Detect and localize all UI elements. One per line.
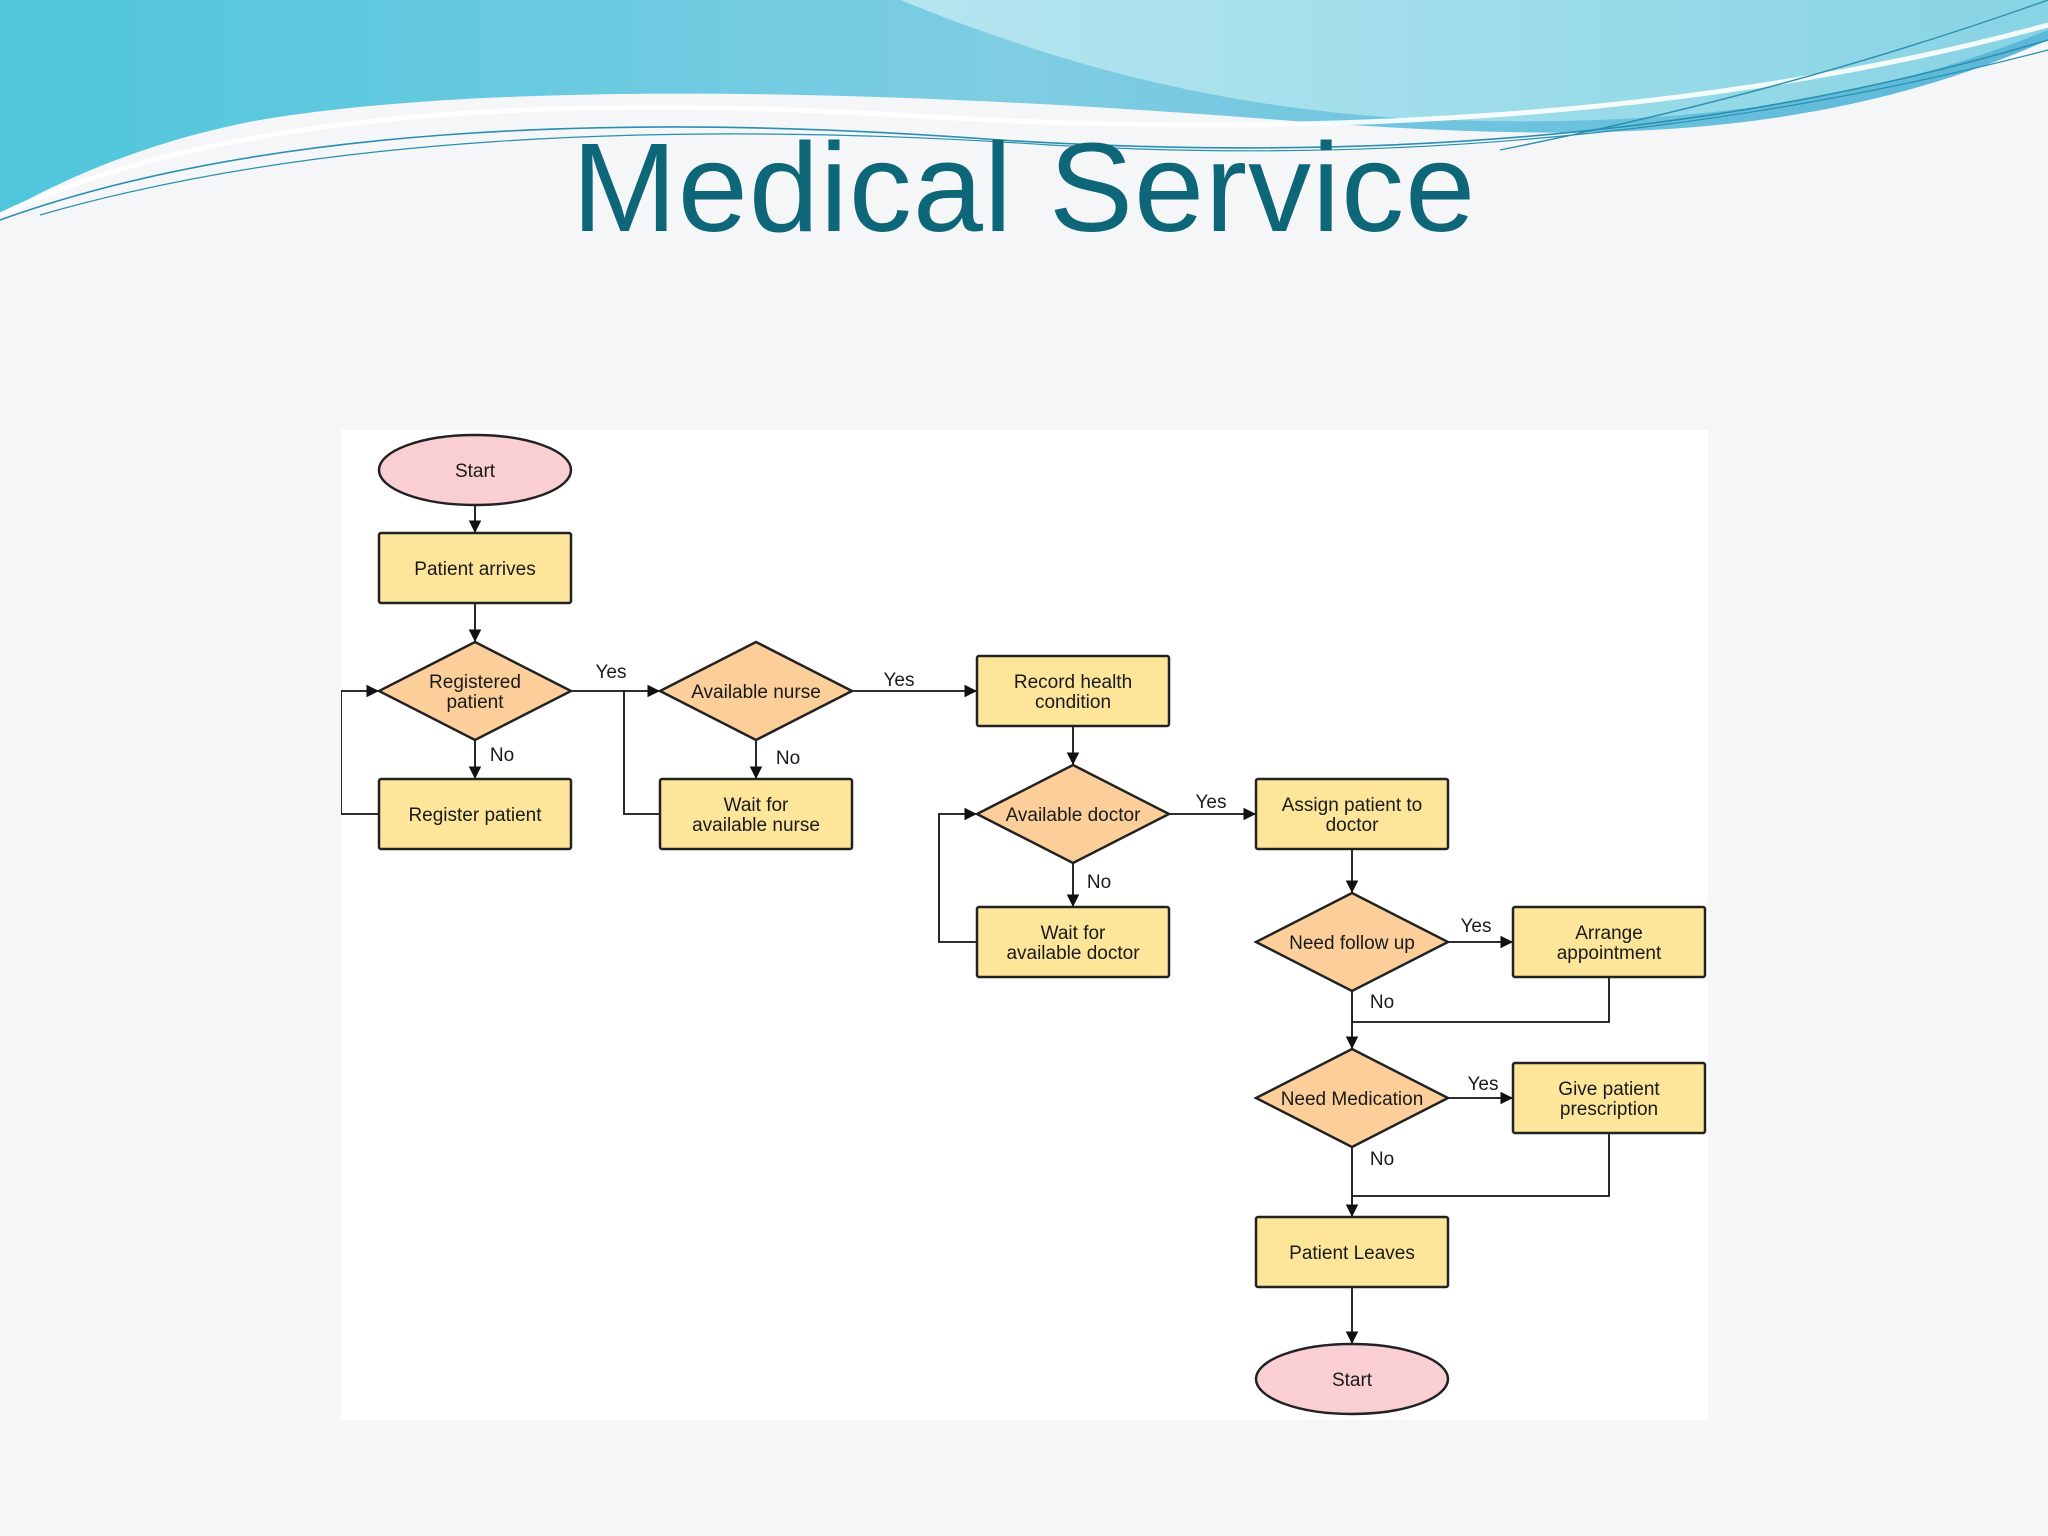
wave-highlight xyxy=(0,22,2048,218)
node-label-register-patient: Register patient xyxy=(408,805,542,826)
node-available-doctor-decision: Available doctor xyxy=(974,763,1172,865)
edge-label-no: No xyxy=(1370,992,1394,1013)
node-shape-patient-leaves xyxy=(1254,1215,1450,1289)
node-shape-record-health xyxy=(975,654,1171,728)
node-label-start-bottom: Start xyxy=(1332,1370,1373,1391)
node-label-need-medication: Need Medication xyxy=(1281,1089,1424,1110)
node-label-registered-patient: patient xyxy=(446,692,504,713)
node-patient-leaves-process: Patient Leaves xyxy=(1254,1215,1450,1289)
edge-label-no: No xyxy=(1087,872,1111,893)
node-label-give-prescription: prescription xyxy=(1560,1099,1658,1120)
node-register-patient-process: Register patient xyxy=(377,777,573,851)
node-label-patient-leaves: Patient Leaves xyxy=(1289,1243,1415,1264)
node-label-wait-doctor: Wait for xyxy=(1041,923,1106,944)
node-label-arrange-appointment: Arrange xyxy=(1575,923,1643,944)
node-shape-wait-doctor xyxy=(975,905,1171,979)
node-shape-registered-patient xyxy=(376,640,574,742)
node-need-follow-up-decision: Need follow up xyxy=(1253,891,1451,993)
wave-line-3 xyxy=(1499,0,2048,151)
node-shape-wait-nurse xyxy=(658,777,854,851)
node-label-wait-nurse: available nurse xyxy=(692,815,820,836)
node-label-wait-nurse: Wait for xyxy=(724,795,789,816)
node-label-need-follow-up: Need follow up xyxy=(1289,933,1415,954)
node-start-top-terminal: Start xyxy=(377,433,573,507)
node-label-record-health: condition xyxy=(1035,692,1111,713)
node-shape-register-patient xyxy=(377,777,573,851)
wave-line-1 xyxy=(0,39,2048,221)
node-shape-patient-arrives xyxy=(377,531,573,605)
node-label-arrange-appointment: appointment xyxy=(1557,943,1662,964)
node-shape-start-bottom xyxy=(1254,1342,1450,1416)
node-shape-need-medication xyxy=(1253,1047,1451,1149)
node-available-nurse-decision: Available nurse xyxy=(657,640,855,742)
node-shape-available-doctor xyxy=(974,763,1172,865)
node-label-registered-patient: Registered xyxy=(429,672,521,693)
edge-label-yes: Yes xyxy=(1468,1074,1499,1095)
node-label-available-nurse: Available nurse xyxy=(691,682,821,703)
wave-band-light xyxy=(900,0,2048,122)
node-label-available-doctor: Available doctor xyxy=(1006,805,1142,826)
edge-wait-doctor-to-available-doctor xyxy=(938,807,977,943)
edge-register-patient-to-registered-patient xyxy=(341,684,379,815)
edge-label-yes: Yes xyxy=(1461,916,1492,937)
node-patient-arrives-process: Patient arrives xyxy=(377,531,573,605)
node-label-start-top: Start xyxy=(455,461,496,482)
edge-arrange-appointment-to-need-medication xyxy=(1352,977,1610,1023)
node-shape-arrange-appointment xyxy=(1511,905,1707,979)
edge-wait-nurse-to-available-nurse xyxy=(623,691,660,815)
node-shape-start-top xyxy=(377,433,573,507)
edge-label-yes: Yes xyxy=(596,662,627,683)
node-need-medication-decision: Need Medication xyxy=(1253,1047,1451,1149)
node-label-assign-doctor: Assign patient to xyxy=(1282,795,1422,816)
edge-give-prescription-to-patient-leaves xyxy=(1352,1133,1610,1197)
edge-label-no: No xyxy=(490,745,514,766)
node-label-record-health: Record health xyxy=(1014,672,1132,693)
node-start-bottom-terminal: Start xyxy=(1254,1342,1450,1416)
edge-layer xyxy=(341,505,1610,1344)
node-shape-available-nurse xyxy=(657,640,855,742)
node-label-patient-arrives: Patient arrives xyxy=(414,559,535,580)
node-label-assign-doctor: doctor xyxy=(1326,815,1379,836)
node-label-wait-doctor: available doctor xyxy=(1006,943,1140,964)
edge-label-yes: Yes xyxy=(884,670,915,691)
edge-label-no: No xyxy=(1370,1149,1394,1170)
header-wave-decoration xyxy=(0,0,2048,221)
slide-title: Medical Service xyxy=(571,117,1477,258)
node-shape-assign-doctor xyxy=(1254,777,1450,851)
wave-line-2 xyxy=(39,49,2048,216)
node-label-give-prescription: Give patient xyxy=(1558,1079,1660,1100)
edge-label-yes: Yes xyxy=(1196,792,1227,813)
node-shape-give-prescription xyxy=(1511,1061,1707,1135)
node-shape-need-follow-up xyxy=(1253,891,1451,993)
edge-label-no: No xyxy=(776,748,800,769)
